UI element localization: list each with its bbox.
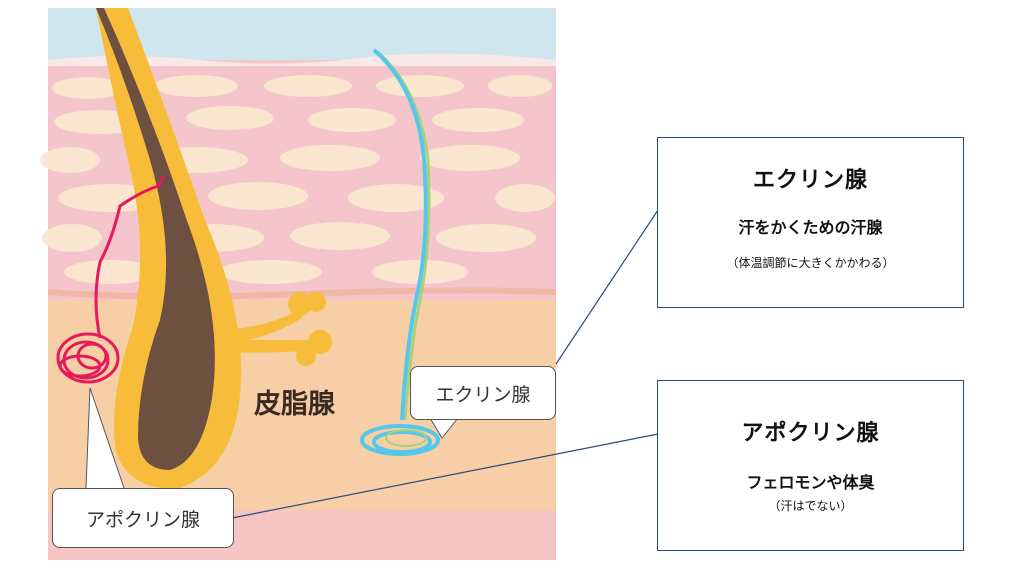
epidermis-wave xyxy=(48,53,556,66)
eccrine-callout-tail xyxy=(429,417,459,439)
eccrine-connector-line xyxy=(555,209,659,365)
eccrine-callout: エクリン腺 xyxy=(410,366,556,420)
hair-shaft xyxy=(96,8,215,470)
eccrine-info-note: （体温調節に大きくかかわる） xyxy=(726,256,895,270)
hair-follicle xyxy=(96,8,242,489)
sebaceous-gland-label: 皮脂腺 xyxy=(254,389,335,420)
apocrine-connector-line xyxy=(231,433,659,519)
apocrine-gland xyxy=(56,175,166,384)
eccrine-info-desc: 汗をかくための汗腺 xyxy=(738,218,883,237)
eccrine-callout-label: エクリン腺 xyxy=(435,383,531,406)
eccrine-info-title: エクリン腺 xyxy=(752,168,868,193)
eccrine-gland xyxy=(360,48,440,456)
apocrine-callout-tail xyxy=(85,387,125,489)
eccrine-info-box: エクリン腺 汗をかくための汗腺 （体温調節に大きくかかわる） xyxy=(657,137,964,308)
apocrine-info-desc: フェロモンや体臭 xyxy=(746,473,875,492)
apocrine-info-box: アポクリン腺 フェロモンや体臭 （汗はでない） xyxy=(657,380,964,551)
apocrine-info-note: （汗はでない） xyxy=(768,499,853,513)
apocrine-callout-label: アポクリン腺 xyxy=(85,508,200,531)
sebaceous-gland xyxy=(214,292,332,366)
apocrine-callout: アポクリン腺 xyxy=(52,488,234,548)
dermis-cells xyxy=(40,75,555,284)
apocrine-info-title: アポクリン腺 xyxy=(741,421,880,446)
